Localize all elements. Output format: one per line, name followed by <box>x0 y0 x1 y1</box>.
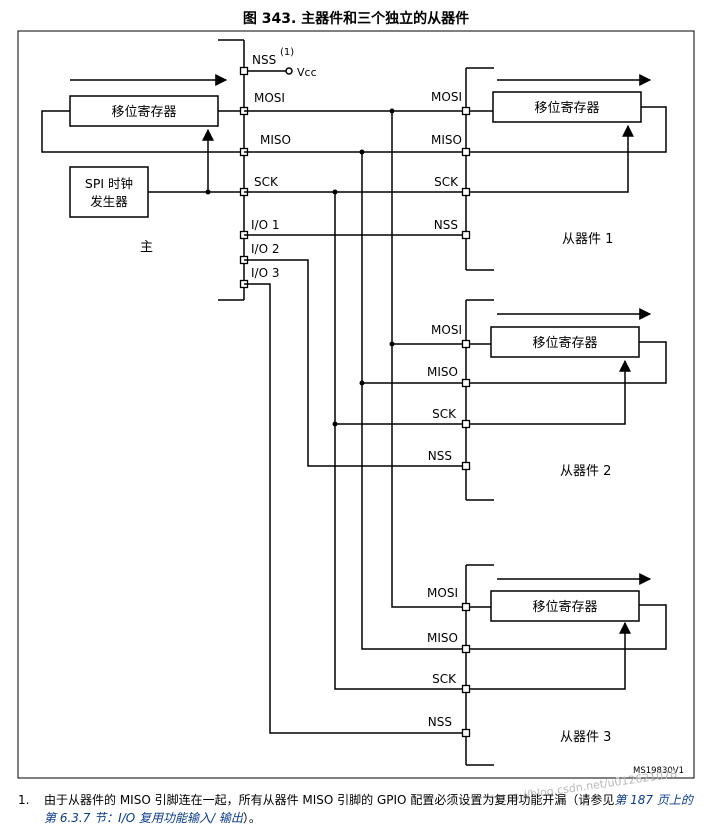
slave-1-pin-nss <box>461 230 471 240</box>
slave-1-shift-register-label: 移位寄存器 <box>534 100 599 116</box>
clock-gen-line2: 发生器 <box>90 194 128 209</box>
slave-2-shift-register-label: 移位寄存器 <box>532 335 597 351</box>
slave-3-nss-label: NSS <box>428 715 452 729</box>
figure-code: MS19830V1 <box>633 766 684 776</box>
slave-3-shift-register-label: 移位寄存器 <box>532 599 597 615</box>
footnote-reference-link[interactable]: 第 187 页上的第 6.3.7 节：I/O 复用功能输入/ 输出 <box>44 793 693 825</box>
slave-2-miso-label: MISO <box>427 365 458 379</box>
slave-1-miso-label: MISO <box>431 133 462 147</box>
figure-title: 图 343. 主器件和三个独立的从器件 <box>242 11 470 27</box>
clock-gen-line1: SPI 时钟 <box>85 176 133 191</box>
footnote-text-end: ）。 <box>242 811 261 825</box>
master-mosi-label: MOSI <box>254 91 285 105</box>
vcc-label: Vcc <box>297 66 317 79</box>
slave-3-pin-mosi <box>461 602 471 612</box>
slave-3-miso-label: MISO <box>427 631 458 645</box>
slave-1-pin-sck <box>461 187 471 197</box>
master-io1-label: I/O 1 <box>251 218 279 232</box>
slave-2-pin-nss <box>461 461 471 471</box>
master-nss-label: NSS <box>252 53 276 67</box>
master-nss-note: (1) <box>280 47 294 58</box>
master-io2-label: I/O 2 <box>251 242 279 256</box>
slave-2-mosi-label: MOSI <box>431 323 462 337</box>
slave-3-pin-nss <box>461 728 471 738</box>
slave-2-pin-mosi <box>461 339 471 349</box>
master-pin-nss <box>239 66 249 76</box>
slave-2-label: 从器件 2 <box>560 464 611 479</box>
footnote: 1. 由于从器件的 MISO 引脚连在一起，所有从器件 MISO 引脚的 GPI… <box>18 791 698 827</box>
slave-2-nss-label: NSS <box>428 449 452 463</box>
slave-2-sck-label: SCK <box>432 407 457 421</box>
slave-3-label: 从器件 3 <box>560 730 611 745</box>
master-label: 主 <box>140 240 153 255</box>
slave-3-shift-register <box>490 590 640 622</box>
slave-2-pin-sck <box>461 419 471 429</box>
master-sck-label: SCK <box>254 175 279 189</box>
slave-3-sck-label: SCK <box>432 672 457 686</box>
footnote-number: 1. <box>18 793 30 807</box>
master-device <box>41 39 293 301</box>
slave-3-pin-sck <box>461 684 471 694</box>
figure-frame <box>17 30 695 779</box>
slave-1-pin-mosi <box>461 106 471 116</box>
slave-3-mosi-label: MOSI <box>427 586 458 600</box>
spi-clock-generator <box>69 166 149 218</box>
slave-1 <box>465 67 667 271</box>
slave-1-nss-label: NSS <box>434 218 458 232</box>
master-io3-label: I/O 3 <box>251 266 279 280</box>
slave-1-label: 从器件 1 <box>562 232 613 247</box>
master-shift-register-label: 移位寄存器 <box>111 104 176 120</box>
master-miso-label: MISO <box>260 133 291 147</box>
slave-1-sck-label: SCK <box>434 175 459 189</box>
slave-2-pin-miso <box>461 378 471 388</box>
footnote-text: 由于从器件的 MISO 引脚连在一起，所有从器件 MISO 引脚的 GPIO 配… <box>44 793 615 807</box>
slave-1-mosi-label: MOSI <box>431 90 462 104</box>
slave-3-pin-miso <box>461 644 471 654</box>
slave-1-pin-miso <box>461 147 471 157</box>
